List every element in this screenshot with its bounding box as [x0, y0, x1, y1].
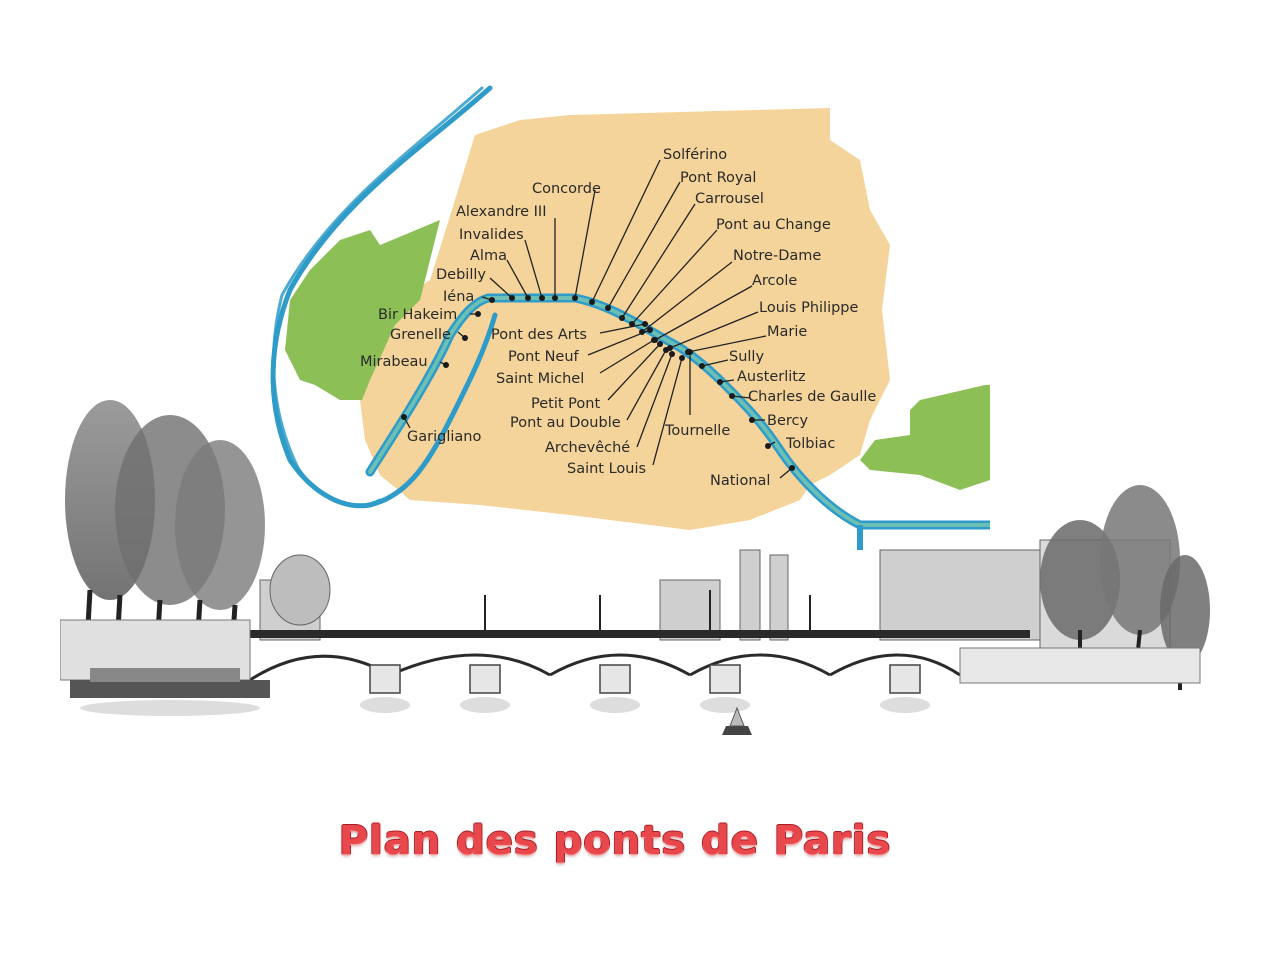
river-seine-outer-parallel [272, 86, 484, 508]
bridge-label-mirabeau: Mirabeau [360, 354, 428, 370]
page-title: Plan des ponts de Paris [338, 818, 892, 864]
bridge-label-solferino: Solférino [663, 147, 727, 163]
river-seine-outer [270, 85, 498, 509]
bridge-pont-des-arts [240, 590, 1030, 694]
bridge-label-carrousel: Carrousel [695, 191, 764, 207]
bridge-label-concorde: Concorde [532, 181, 601, 197]
bridge-label-tournelle: Tournelle [664, 423, 730, 439]
water-reflections [80, 697, 930, 716]
bridge-label-pont-royal: Pont Royal [680, 170, 756, 186]
paris-bridges-map: Concorde Alexandre III Invalides Alma De… [270, 85, 990, 550]
park-bois-de-boulogne [285, 220, 440, 400]
left-trees [65, 400, 265, 681]
quay-and-boats [60, 619, 1201, 698]
bridge-label-sully: Sully [729, 349, 764, 365]
bridge-label-charles-de-gaulle: Charles de Gaulle [748, 389, 876, 405]
bridge-label-tolbiac: Tolbiac [785, 436, 835, 452]
bridge-markers [401, 295, 795, 471]
bridge-label-archeveche: Archevêché [545, 440, 630, 456]
bridge-label-saint-louis: Saint Louis [567, 461, 646, 477]
bridge-label-pont-au-change: Pont au Change [716, 217, 831, 233]
bridge-label-invalides: Invalides [459, 227, 524, 243]
bridge-label-garigliano: Garigliano [407, 429, 481, 445]
bridge-label-pont-au-double: Pont au Double [510, 415, 621, 431]
bridge-label-saint-michel: Saint Michel [496, 371, 584, 387]
bridge-label-alexandre-iii: Alexandre III [456, 204, 546, 220]
bridge-label-pont-des-arts: Pont des Arts [491, 327, 587, 343]
bridge-label-alma: Alma [470, 248, 507, 264]
bridge-label-marie: Marie [767, 324, 807, 340]
bridge-label-debilly: Debilly [436, 267, 486, 283]
park-bois-de-vincennes [860, 385, 990, 490]
bridge-label-austerlitz: Austerlitz [737, 369, 806, 385]
bridge-label-notre-dame: Notre-Dame [733, 248, 821, 264]
bridge-label-pont-neuf: Pont Neuf [508, 349, 580, 365]
bridge-label-iena: Iéna [443, 289, 474, 305]
small-sailboat [722, 706, 752, 735]
bridge-label-bercy: Bercy [767, 413, 808, 429]
bridge-label-grenelle: Grenelle [390, 327, 451, 343]
bridge-leader-lines [403, 159, 793, 479]
pont-des-arts-illustration [60, 400, 1210, 735]
bridge-label-louis-philippe: Louis Philippe [759, 300, 859, 316]
right-trees [1040, 485, 1210, 690]
bridge-label-arcole: Arcole [752, 273, 797, 289]
river-seine-city-inner [368, 296, 990, 527]
bridge-label-petit-pont: Petit Pont [531, 396, 600, 412]
bridge-label-bir-hakeim: Bir Hakeim [378, 307, 457, 323]
bridge-label-national: National [710, 473, 770, 489]
